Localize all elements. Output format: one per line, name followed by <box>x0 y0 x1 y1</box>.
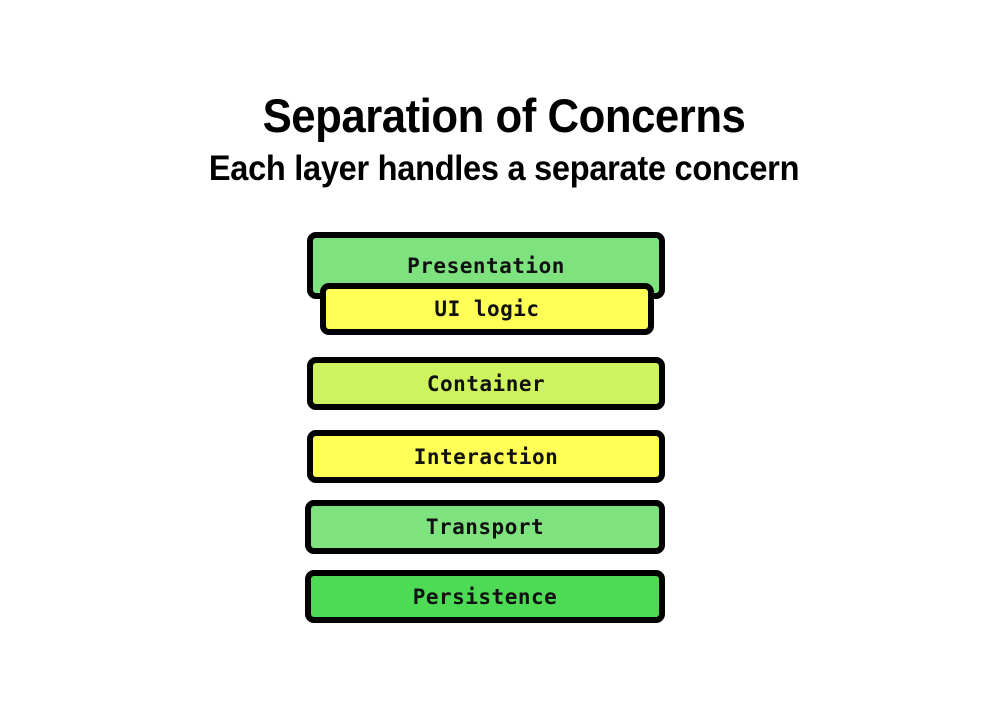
layer-label-persistence: Persistence <box>412 584 558 609</box>
layer-label-ui-logic: UI logic <box>434 297 540 321</box>
layer-label-container: Container <box>426 371 546 396</box>
layer-box-transport: Transport <box>305 500 665 554</box>
heading-block: Separation of Concerns Each layer handle… <box>0 88 1008 190</box>
layer-label-presentation: Presentation <box>407 253 565 278</box>
layer-box-container: Container <box>307 357 665 410</box>
layer-box-persistence: Persistence <box>305 570 665 623</box>
layer-box-ui-logic: UI logic <box>320 283 654 335</box>
page-title: Separation of Concerns <box>262 89 746 142</box>
layer-box-interaction: Interaction <box>307 430 665 483</box>
page-subtitle: Each layer handles a separate concern <box>208 149 800 188</box>
layer-label-interaction: Interaction <box>413 444 559 469</box>
layer-label-transport: Transport <box>425 515 545 539</box>
